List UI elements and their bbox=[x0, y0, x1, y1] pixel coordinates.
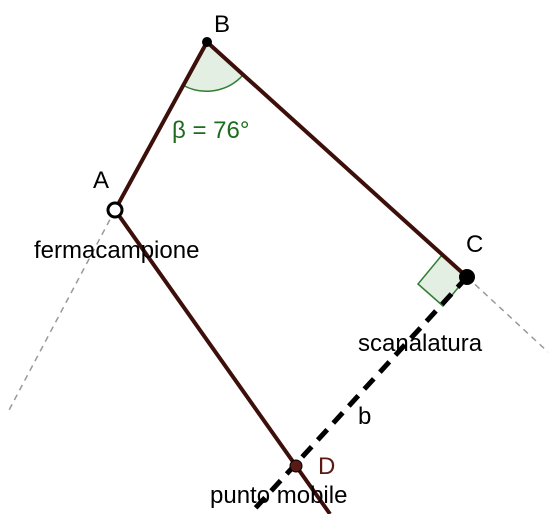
point-b[interactable] bbox=[202, 37, 212, 47]
label-a: A bbox=[93, 167, 109, 194]
segment-ab bbox=[113, 41, 209, 211]
caption-punto-mobile: punto mobile bbox=[210, 482, 347, 509]
caption-fermacampione: fermacampione bbox=[34, 237, 199, 264]
angle-beta-label: β = 76° bbox=[172, 117, 249, 144]
angle-beta-arc bbox=[183, 74, 244, 92]
right-angle-marker-c bbox=[416, 253, 469, 308]
caption-scanalatura: scanalatura bbox=[358, 330, 483, 357]
point-c[interactable] bbox=[459, 269, 475, 285]
segment-bc bbox=[205, 40, 469, 279]
aux-dashed-line-a bbox=[7, 209, 116, 413]
label-b: B bbox=[214, 11, 230, 38]
angle-beta-marker bbox=[183, 42, 243, 92]
label-c: C bbox=[466, 231, 483, 258]
point-d[interactable] bbox=[289, 459, 303, 473]
point-a[interactable] bbox=[106, 201, 124, 219]
line-b bbox=[248, 275, 469, 514]
aux-dashed-line-c bbox=[466, 276, 548, 353]
line-b-label: b bbox=[358, 403, 371, 430]
label-d: D bbox=[318, 453, 335, 480]
